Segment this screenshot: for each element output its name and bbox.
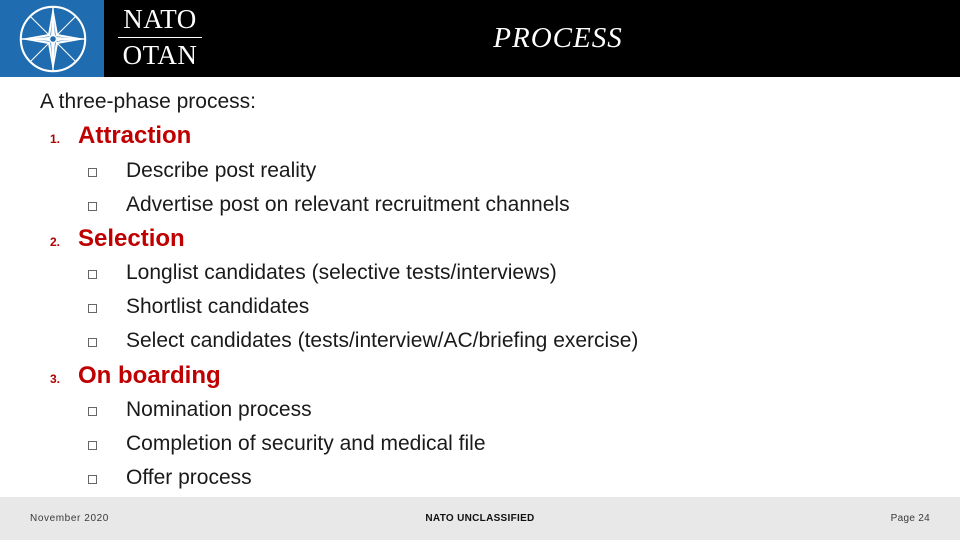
footer-classification: NATO UNCLASSIFIED (425, 513, 535, 524)
square-bullet-icon (40, 266, 97, 284)
list-item: Shortlist candidates (40, 290, 960, 324)
phase-2-heading: 2. Selection (40, 222, 960, 256)
phase-2-number: 2. (50, 234, 61, 249)
phase-2-name: Selection (78, 224, 185, 252)
intro-text: A three-phase process: (40, 90, 256, 113)
phase-1-name: Attraction (78, 122, 192, 150)
list-item: Select candidates (tests/interview/AC/br… (40, 324, 960, 358)
phase-1-number: 1. (50, 132, 61, 147)
list-item: Advertise post on relevant recruitment c… (40, 188, 960, 222)
phase-3-number: 3. (50, 371, 61, 386)
phase-3-item-3: Offer process (126, 466, 252, 490)
phase-1: 1. Attraction Describe post reality Adve… (40, 119, 960, 222)
page-title: PROCESS (493, 22, 623, 54)
nato-compass-star-icon (18, 4, 88, 74)
square-bullet-icon (40, 334, 97, 352)
logo-line-nato: NATO (123, 4, 197, 34)
phase-3: 3. On boarding Nomination process Comple… (40, 359, 960, 496)
phase-2-item-1: Longlist candidates (selective tests/int… (126, 261, 557, 285)
footer-page-number: Page 24 (890, 513, 930, 524)
slide-footer: November 2020 NATO UNCLASSIFIED Page 24 (0, 497, 960, 540)
list-item: Describe post reality (40, 154, 960, 188)
square-bullet-icon (40, 198, 97, 216)
phase-2: 2. Selection Longlist candidates (select… (40, 222, 960, 359)
slide-body: A three-phase process: 1. Attraction Des… (0, 77, 960, 497)
slide-header: NATO OTAN PROCESS (0, 0, 960, 77)
phase-1-item-2: Advertise post on relevant recruitment c… (126, 192, 570, 216)
square-bullet-icon (40, 164, 97, 182)
nato-logo: NATO OTAN (0, 0, 216, 77)
phase-3-item-2: Completion of security and medical file (126, 431, 486, 455)
phase-2-item-2: Shortlist candidates (126, 295, 310, 319)
square-bullet-icon (40, 300, 97, 318)
square-bullet-icon (40, 437, 97, 455)
logo-line-otan: OTAN (122, 40, 198, 70)
list-item: Completion of security and medical file (40, 427, 960, 461)
list-item: Nomination process (40, 393, 960, 427)
phase-3-name: On boarding (78, 361, 221, 389)
list-item: Longlist candidates (selective tests/int… (40, 256, 960, 290)
square-bullet-icon (40, 403, 97, 421)
phase-1-item-1: Describe post reality (126, 158, 317, 182)
list-item: Offer process (40, 461, 960, 495)
square-bullet-icon (40, 471, 97, 489)
phase-3-heading: 3. On boarding (40, 359, 960, 393)
phase-2-item-3: Select candidates (tests/interview/AC/br… (126, 329, 639, 353)
logo-divider (118, 37, 202, 38)
nato-logo-text: NATO OTAN (104, 0, 216, 77)
footer-date: November 2020 (30, 513, 109, 524)
phase-1-heading: 1. Attraction (40, 119, 960, 153)
phase-3-item-1: Nomination process (126, 397, 312, 421)
